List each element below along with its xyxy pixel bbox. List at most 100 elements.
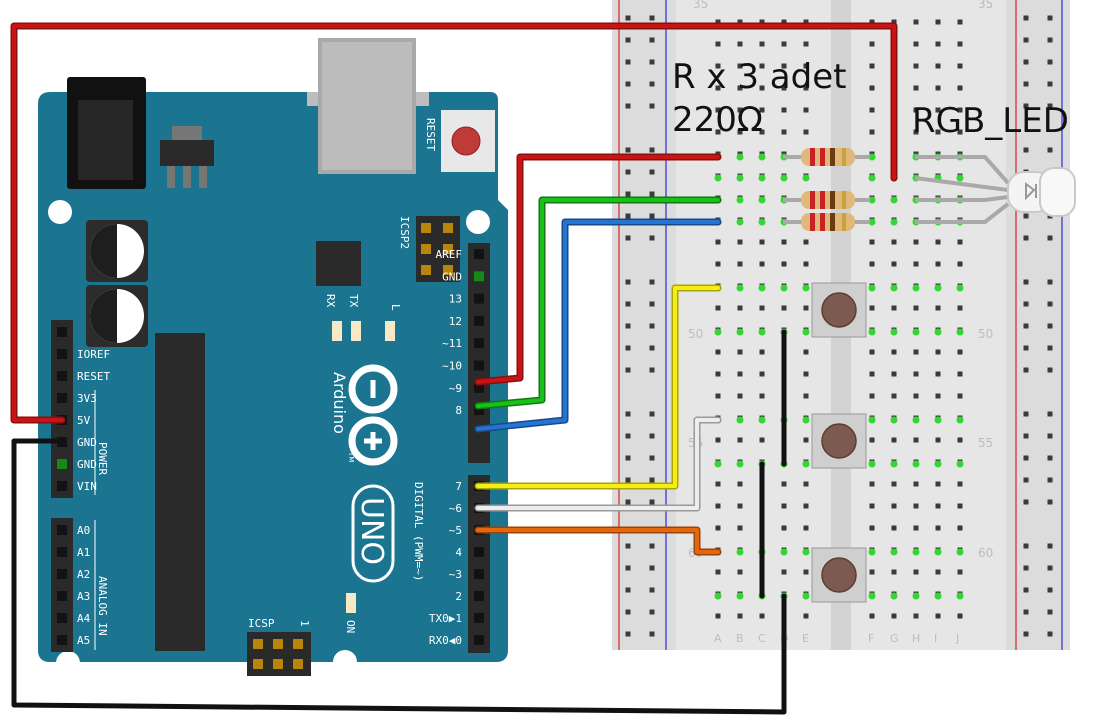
wire-black-gnd: [11, 438, 787, 715]
analog-pin-label: A2: [77, 568, 90, 581]
digital-pin-label: ~9: [449, 382, 462, 395]
digital-pin[interactable]: [474, 405, 484, 416]
digital-pin-label: ~11: [442, 337, 462, 350]
column-letter: H: [912, 632, 920, 645]
reset-button[interactable]: [441, 110, 495, 172]
column-letter: G: [890, 632, 899, 645]
on-label: ON: [344, 620, 357, 633]
header-pin: [293, 659, 303, 669]
header-pin: [293, 639, 303, 649]
digital-pin[interactable]: [474, 249, 484, 259]
column-letter: J: [955, 632, 959, 645]
header-pin: [253, 639, 263, 649]
column-letter: I: [934, 632, 937, 645]
rgb-led: [914, 155, 1076, 224]
digital-pin-label: ~6: [449, 502, 462, 515]
row-number-60-right: 60: [978, 546, 993, 560]
digital-pin-label: AREF: [436, 248, 463, 261]
rx-label: RX: [324, 294, 337, 308]
digital-pin-label: 13: [449, 293, 462, 306]
digital-pin[interactable]: [474, 315, 484, 326]
wires: [10, 22, 898, 715]
resistor-value-label: 220Ω: [672, 100, 763, 140]
power-pin[interactable]: [57, 393, 67, 403]
digital-pin-label: ~3: [449, 568, 462, 581]
digital-pin[interactable]: [474, 613, 484, 623]
power-pin[interactable]: [57, 459, 67, 469]
arduino-brand-text: Arduino: [330, 372, 349, 434]
atmega-chip: [155, 333, 205, 651]
row-number-55-right: 55: [978, 436, 993, 450]
tx-label: TX: [347, 294, 360, 308]
digital-pin-label: 12: [449, 315, 462, 328]
analog-pin[interactable]: [57, 613, 67, 623]
row-number-35-right: 35: [978, 0, 993, 11]
header-pin: [253, 659, 263, 669]
digital-pin[interactable]: [474, 591, 484, 601]
power-pin[interactable]: [57, 349, 67, 359]
digital-pin[interactable]: [474, 360, 484, 371]
analog-pin-label: A1: [77, 546, 90, 559]
rgb-led-label: RGB_LED: [912, 101, 1069, 141]
power-pin-label: GND: [77, 436, 97, 449]
uno-badge: [351, 484, 395, 583]
power-pin[interactable]: [57, 371, 67, 381]
header-pin: [421, 244, 431, 254]
power-pin-label: GND: [77, 458, 97, 471]
push-button[interactable]: [811, 413, 867, 469]
digital-pin-label: 2: [455, 590, 462, 603]
digital-pin[interactable]: [474, 293, 484, 304]
resistor: [783, 191, 870, 209]
voltage-regulator: [160, 126, 214, 188]
icsp-header: [247, 632, 311, 676]
power-label: POWER: [96, 442, 109, 475]
on-led: [346, 593, 356, 613]
power-jack: [67, 77, 146, 189]
digital-pin[interactable]: [474, 382, 484, 393]
analog-in-label: ANALOG IN: [96, 576, 109, 636]
mount-hole: [48, 200, 72, 224]
header-pin: [443, 244, 453, 254]
analog-pin[interactable]: [57, 569, 67, 579]
analog-pin[interactable]: [57, 547, 67, 557]
analog-pin[interactable]: [57, 591, 67, 601]
icsp-pin1-label: 1: [298, 620, 311, 627]
power-pin[interactable]: [57, 327, 67, 337]
mount-hole: [56, 651, 80, 675]
power-pin-label: 3V3: [77, 392, 97, 405]
analog-pin-label: A4: [77, 612, 91, 625]
power-pin[interactable]: [57, 481, 67, 491]
mount-hole: [466, 210, 490, 234]
arduino-logo: [348, 364, 398, 466]
digital-pin[interactable]: [474, 569, 484, 579]
header-pin: [443, 223, 453, 233]
digital-pin[interactable]: [474, 338, 484, 349]
analog-pin[interactable]: [57, 635, 67, 645]
row-number-35-left: 35: [693, 0, 708, 11]
trademark-text: TM: [347, 451, 355, 462]
digital-pin[interactable]: [474, 635, 484, 645]
push-button[interactable]: [811, 282, 867, 338]
digital-pin[interactable]: [474, 547, 484, 557]
digital-pin-label: TX0▶1: [429, 612, 462, 625]
digital-pin-label: 7: [455, 480, 462, 493]
icsp2-label: ICSP2: [398, 216, 411, 249]
resistor: [783, 148, 870, 166]
push-button[interactable]: [811, 547, 867, 603]
uno-text: UNO: [354, 497, 389, 565]
capacitor: [86, 220, 148, 282]
analog-pin[interactable]: [57, 525, 67, 535]
digital-pin-label: ~5: [449, 524, 462, 537]
header-pin: [421, 265, 431, 275]
column-letter: C: [758, 632, 766, 645]
digital-pin-label: ~10: [442, 360, 462, 373]
row-number-50-right: 50: [978, 327, 993, 341]
resistor: [783, 213, 870, 231]
header-pin: [443, 265, 453, 275]
tx-led: [351, 321, 361, 341]
resistor-count-label: R x 3 adet: [672, 57, 846, 97]
l-led-label: L: [389, 304, 402, 311]
